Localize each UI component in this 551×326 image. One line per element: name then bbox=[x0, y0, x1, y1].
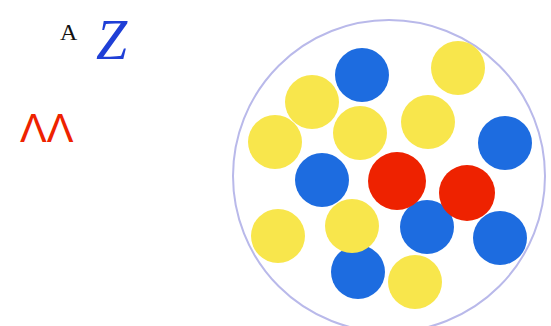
lambda-particle bbox=[368, 152, 426, 210]
nucleus-outline bbox=[233, 20, 545, 326]
proton bbox=[431, 41, 485, 95]
proton bbox=[251, 209, 305, 263]
proton bbox=[401, 95, 455, 149]
mass-number: A bbox=[60, 20, 77, 44]
proton bbox=[248, 115, 302, 169]
neutron bbox=[478, 116, 532, 170]
neutron bbox=[335, 48, 389, 102]
lambda-particle bbox=[439, 165, 495, 221]
neutron bbox=[331, 245, 385, 299]
proton bbox=[285, 75, 339, 129]
lambda-hyperons bbox=[368, 152, 495, 221]
element-symbol: Z bbox=[96, 12, 127, 68]
hyperon-label: ΛΛ bbox=[20, 108, 73, 148]
proton bbox=[325, 199, 379, 253]
proton bbox=[388, 255, 442, 309]
proton bbox=[333, 106, 387, 160]
neutron bbox=[473, 211, 527, 265]
neutron bbox=[295, 153, 349, 207]
